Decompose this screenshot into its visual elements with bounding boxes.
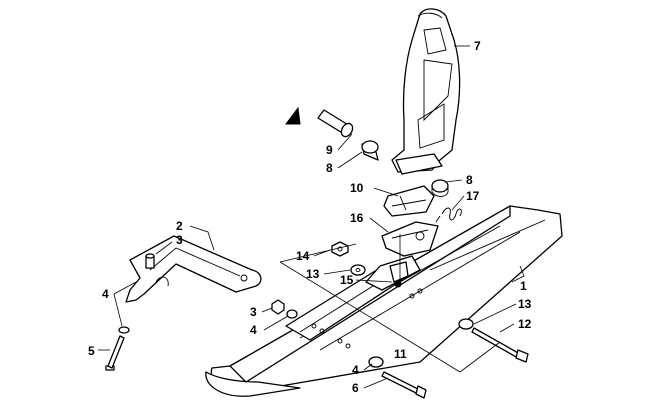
bushing-upper (361, 140, 379, 161)
spindle (391, 8, 461, 175)
callout-14: 14 (296, 249, 310, 263)
washer-4-ski (286, 309, 298, 319)
callout-10: 10 (350, 181, 364, 195)
washer-13-upper (350, 264, 366, 276)
leader-lines (98, 45, 525, 389)
callout-6: 6 (352, 381, 359, 395)
callout-5: 5 (88, 344, 95, 358)
bolt-6 (381, 371, 427, 399)
nut-14 (331, 241, 349, 257)
bolt-12 (471, 327, 529, 363)
callout-7: 7 (474, 39, 481, 53)
torsion-spring (435, 207, 462, 223)
callout-13-upper: 13 (306, 267, 320, 281)
callout-8-right: 8 (466, 173, 473, 187)
washer-4-handle (118, 326, 130, 334)
callout-3-handle: 3 (176, 233, 183, 247)
spacer-3-handle (145, 253, 155, 269)
callout-2: 2 (176, 219, 183, 233)
callout-17: 17 (466, 189, 480, 203)
pivot-hardware (389, 261, 409, 288)
callout-16: 16 (350, 211, 364, 225)
callout-4-ski: 4 (250, 323, 257, 337)
bushing-lower (431, 179, 449, 197)
callout-9: 9 (326, 143, 333, 157)
mounting-bracket (381, 221, 439, 257)
callout-15: 15 (340, 273, 354, 287)
damper-block (383, 185, 435, 217)
washer-13-lower (458, 318, 474, 330)
bushing-tube (317, 109, 354, 138)
front-direction-arrow-icon (285, 106, 301, 125)
callout-4-handle: 4 (102, 287, 109, 301)
washer-4-bottom (368, 356, 384, 368)
reference-lines (279, 234, 501, 373)
callout-12: 12 (518, 317, 532, 331)
callout-8-upper: 8 (326, 161, 333, 175)
callout-3-ski: 3 (250, 305, 257, 319)
callout-4-bottom: 4 (352, 363, 359, 377)
bolt-5 (105, 335, 125, 371)
ski-handle (125, 235, 262, 303)
nut-3-ski (271, 299, 285, 315)
callout-1: 1 (520, 279, 527, 293)
callout-13-lower: 13 (518, 297, 532, 311)
callout-11: 11 (394, 347, 407, 361)
